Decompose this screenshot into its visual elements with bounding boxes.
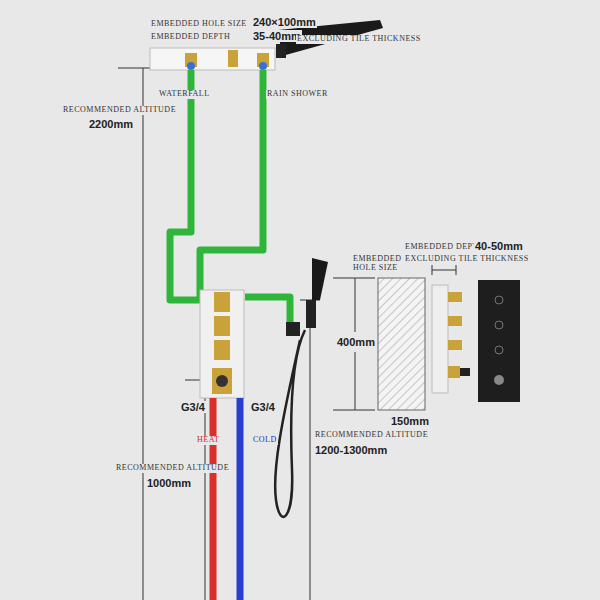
annotation-label: COLD — [252, 436, 278, 445]
dimension-label: 240×100mm — [252, 16, 317, 28]
dimension-label: 40-50mm — [474, 240, 524, 252]
dimension-label: G3/4 — [250, 401, 276, 413]
annotation-label: RAIN SHOWER — [266, 90, 329, 99]
dimension-label: G3/4 — [180, 401, 206, 413]
dimension-label: 1000mm — [146, 477, 192, 489]
annotation-label: EXCLUDING TILE THICKNESS — [404, 255, 530, 264]
annotation-label: RECOMMENDED ALTITUDE — [115, 464, 230, 473]
dimension-label: 35-40mm — [252, 30, 302, 42]
dimension-label: 150mm — [390, 415, 430, 427]
annotation-label: WATERFALL — [158, 90, 211, 99]
annotation-label: EMBEDDED HOLE SIZE — [352, 255, 406, 273]
annotation-label: EMBEDDED DEPTH — [150, 33, 231, 42]
dimension-label: 2200mm — [88, 118, 134, 130]
annotation-label: RECOMMENDED ALTITUDE — [62, 106, 177, 115]
dimension-label: 1200-1300mm — [314, 444, 388, 456]
annotation-label: RECOMMENDED ALTITUDE — [314, 431, 429, 440]
dimension-label: 400mm — [336, 336, 376, 348]
annotation-label: HEAT — [196, 436, 220, 445]
annotation-label: EMBEDDED HOLE SIZE — [150, 20, 248, 29]
annotation-label: EXCLUDING TILE THICKNESS — [296, 35, 422, 44]
